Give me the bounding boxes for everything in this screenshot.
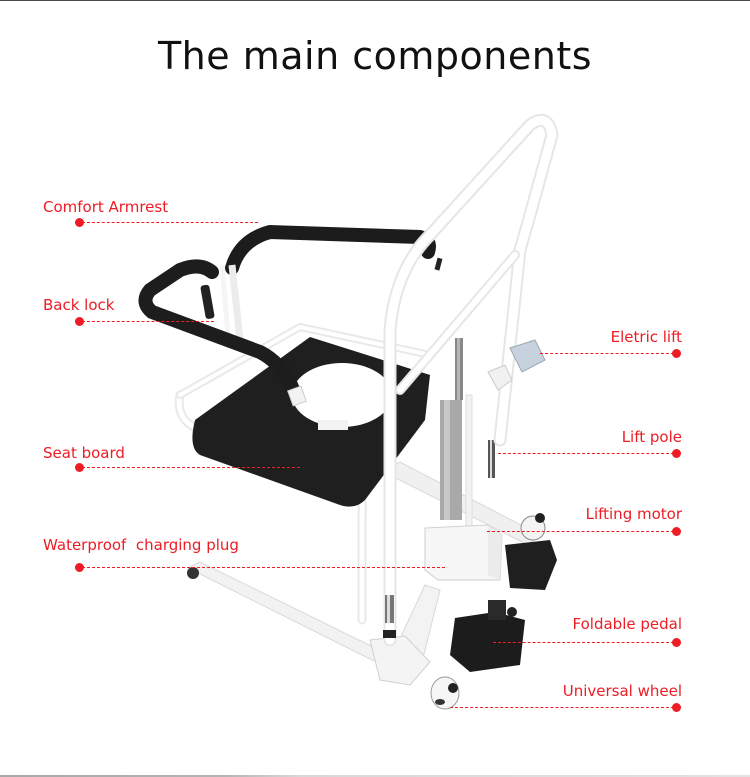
- label-lifting-motor: Lifting motor: [585, 505, 682, 523]
- callout-dot-icon: [672, 703, 681, 712]
- callout-dot-icon: [672, 349, 681, 358]
- label-lift-pole: Lift pole: [621, 428, 682, 446]
- label-foldable-pedal: Foldable pedal: [572, 615, 682, 633]
- label-back-lock: Back lock: [43, 296, 115, 314]
- leader-line: [82, 467, 300, 468]
- page-title: The main components: [157, 34, 593, 78]
- callout-dot-icon: [75, 563, 84, 572]
- top-border: [0, 0, 750, 1]
- leader-line: [493, 642, 674, 643]
- label-electric-lift: Eletric lift: [610, 328, 682, 346]
- leader-line: [82, 567, 445, 568]
- leader-line: [487, 531, 674, 532]
- leader-line: [82, 222, 258, 223]
- leader-line: [540, 353, 674, 354]
- callout-dot-icon: [75, 317, 84, 326]
- leader-line: [82, 321, 214, 322]
- callout-dot-icon: [672, 449, 681, 458]
- label-universal-wheel: Universal wheel: [562, 682, 682, 700]
- label-comfort-armrest: Comfort Armrest: [43, 198, 169, 216]
- leader-line: [450, 707, 674, 708]
- callout-dot-icon: [672, 638, 681, 647]
- callout-dot-icon: [75, 218, 84, 227]
- label-waterproof-charging-plug: Waterproof charging plug: [43, 536, 239, 554]
- callout-dot-icon: [75, 463, 84, 472]
- bottom-border: [0, 775, 750, 777]
- callout-dot-icon: [672, 527, 681, 536]
- leader-line: [498, 453, 674, 454]
- label-seat-board: Seat board: [43, 444, 125, 462]
